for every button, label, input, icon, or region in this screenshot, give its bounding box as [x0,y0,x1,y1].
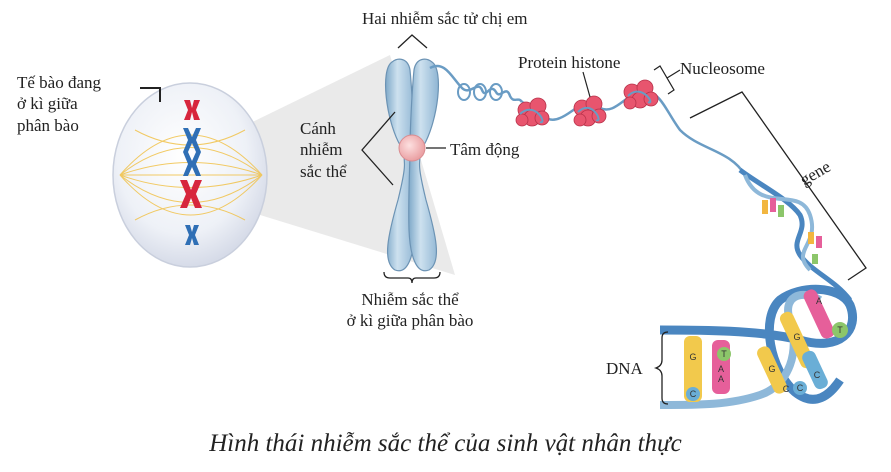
red-chromosome-2 [180,180,202,208]
chromatid-right [408,58,439,272]
base-letter: A [816,296,822,306]
base-letter: C [783,384,790,394]
base-pair-3 [757,346,787,394]
histone-wrap [519,90,652,124]
figure-caption: Hình thái nhiễm sắc thể của sinh vật nhâ… [209,430,682,457]
base-letter: G [793,332,800,342]
sister-chromatid-bracket [397,34,428,49]
red-chromosome-1 [184,100,200,120]
metaphase-cell [112,82,268,268]
centromere [398,134,426,162]
cell-label-line3: phân bào [17,115,79,135]
cell-label-line2: ở kì giữa [17,94,78,114]
centromere-label: Tâm động [450,140,520,159]
blue-chromosome-2 [185,225,199,245]
chromosome-arm-label: Cánh nhiễm sắc thể [300,118,347,182]
base-letter: G [689,352,696,362]
base-letter: C [797,383,804,393]
arm-bracket [361,111,396,186]
base-letter: C [814,370,821,380]
base-letter: A [718,374,724,384]
arm-label-line2: nhiễm [300,140,343,160]
base-letter: A [718,364,724,374]
cell-label-line1: Tế bào đang [17,73,102,92]
base-pairs: G T A C G A T C G C C A [684,289,848,402]
metaphase-chromosome [385,58,439,272]
metaphase-brace [383,271,441,284]
base-letter: T [721,349,727,359]
nucleosome-label: Nucleosome [680,59,765,78]
metaphase-label-line1: Nhiễm sắc thể [361,290,459,309]
base-pair-5 [803,289,835,339]
blue-chromosome-1 [183,128,201,176]
nucleosome-leader [666,69,681,79]
base-pair-6 [802,350,828,390]
cell-label-leader [140,87,161,102]
metaphase-chromosome-label: Nhiễm sắc thể ở kì giữa phân bào [335,289,485,332]
metaphase-label-line2: ở kì giữa phân bào [346,311,474,331]
arm-label-line1: Cánh [300,119,336,138]
coil-loops [457,83,504,101]
cell-label: Tế bào đang ở kì giữa phân bào [17,72,101,136]
gene-bracket [689,91,867,281]
sister-chromatids-label: Hai nhiễm sắc tử chị em [362,9,528,28]
base-letter: T [837,325,843,335]
arm-label-line3: sắc thể [300,161,347,181]
histone-leader [582,71,591,98]
dna-label: DNA [606,359,643,378]
dna-brace [653,331,669,405]
histone-label: Protein histone [518,53,621,72]
nucleosome-bracket [653,65,675,95]
base-pair-1 [684,336,702,402]
base-letter: G [768,364,775,374]
base-letter: C [690,389,697,399]
